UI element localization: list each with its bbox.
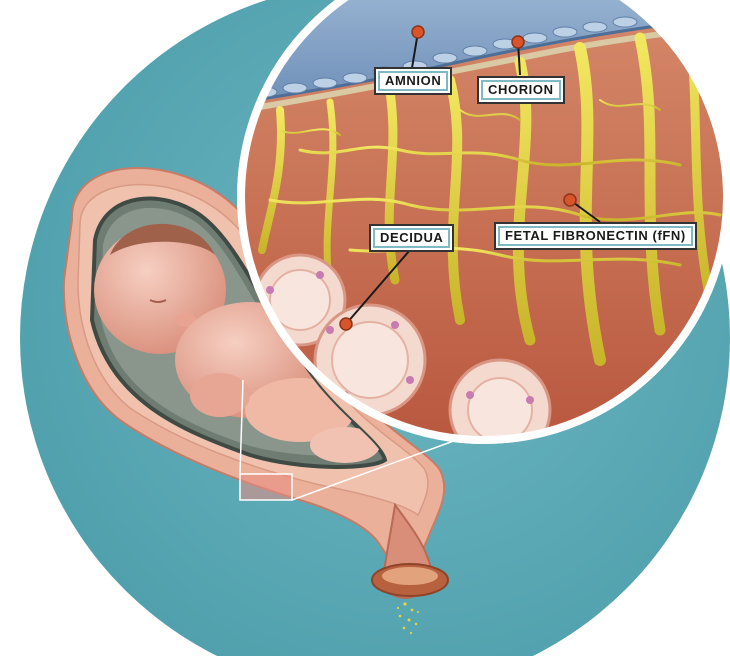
orange-dot-icon: [564, 194, 576, 206]
label-fetal-fibronectin: FETAL FIBRONECTIN (fFN): [494, 222, 697, 250]
zoom-region-marker: [240, 474, 292, 500]
orange-dot-icon: [340, 318, 352, 330]
orange-dot-icon: [412, 26, 424, 38]
orange-dot-icon: [512, 36, 524, 48]
label-amnion: AMNION: [374, 67, 452, 95]
label-chorion: CHORION: [477, 76, 565, 104]
label-decidua: DECIDUA: [369, 224, 454, 252]
